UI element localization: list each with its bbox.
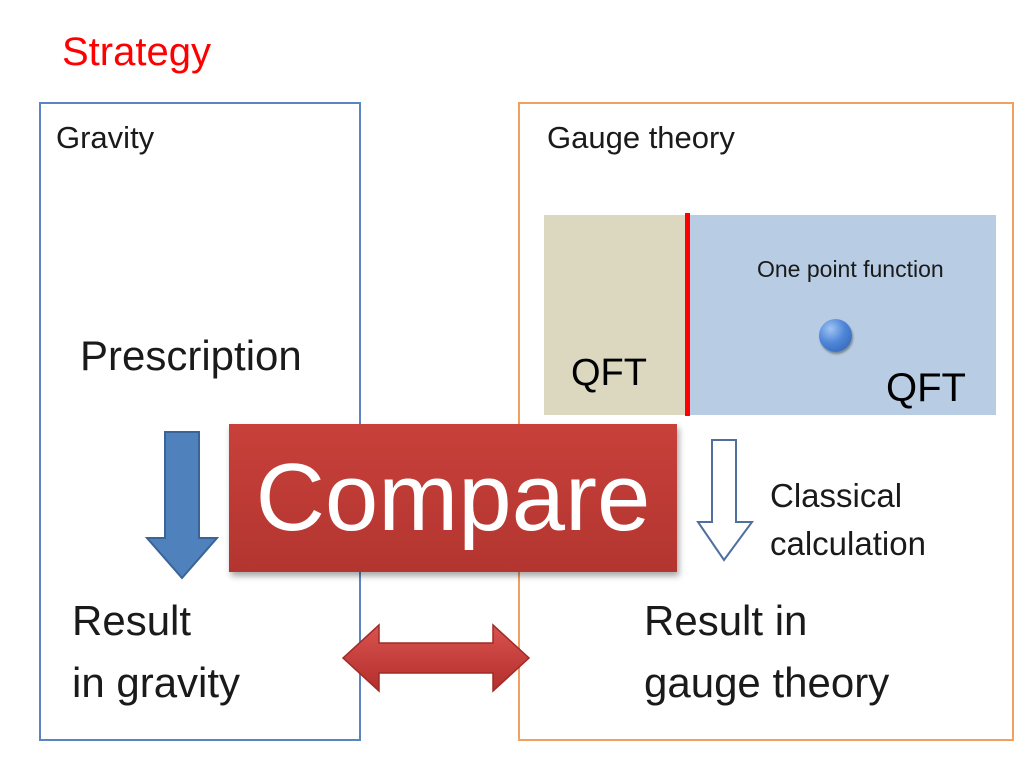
classical-line2: calculation — [770, 525, 926, 562]
qft-left-label: QFT — [571, 352, 647, 394]
gravity-result: Result in gravity — [72, 590, 240, 714]
gravity-result-line1: Result — [72, 597, 192, 644]
gauge-result: Result in gauge theory — [644, 590, 889, 714]
gauge-heading: Gauge theory — [547, 120, 735, 155]
qft-right-label: QFT — [886, 366, 966, 410]
gravity-heading: Gravity — [56, 120, 155, 155]
qft-region-left — [544, 215, 688, 415]
double-arrow — [341, 623, 531, 693]
gauge-panel — [518, 102, 1014, 741]
gravity-result-line2: in gravity — [72, 659, 241, 706]
gauge-result-line1: Result in — [644, 597, 808, 644]
prescription-label: Prescription — [80, 332, 302, 379]
down-arrow-filled — [144, 431, 220, 580]
compare-box: Compare — [229, 424, 677, 572]
classical-line1: Classical — [770, 477, 903, 514]
qft-region-right — [690, 215, 996, 415]
down-arrow-outline — [696, 439, 754, 562]
classical-calculation: Classical calculation — [770, 472, 926, 568]
gauge-result-line2: gauge theory — [644, 659, 890, 706]
slide-title: Strategy — [62, 30, 211, 74]
gravity-panel — [39, 102, 361, 741]
one-point-function-label: One point function — [757, 256, 944, 282]
operator-dot — [819, 319, 852, 352]
boundary-line — [685, 213, 690, 416]
compare-label: Compare — [255, 444, 651, 551]
